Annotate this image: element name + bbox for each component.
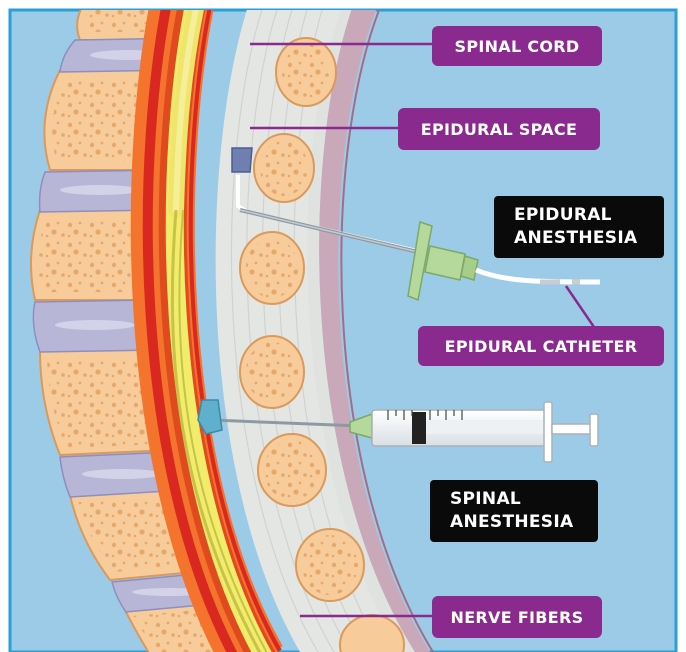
epidural-anesthesia-line2: ANESTHESIA <box>514 227 637 250</box>
epidural-drug-deposit <box>232 148 252 172</box>
spinal-cord-label: SPINAL CORD <box>432 26 602 66</box>
epidural-anesthesia-label: EPIDURAL ANESTHESIA <box>494 196 664 258</box>
spinal-anesthesia-line1: SPINAL <box>450 488 521 511</box>
epidural-anesthesia-line1: EPIDURAL <box>514 204 612 227</box>
epidural-catheter-label: EPIDURAL CATHETER <box>418 326 664 366</box>
nerve-fibers-label: NERVE FIBERS <box>432 596 602 638</box>
epidural-space-label: EPIDURAL SPACE <box>398 108 600 150</box>
spinal-anesthesia-label: SPINAL ANESTHESIA <box>430 480 598 542</box>
spinal-anesthesia-line2: ANESTHESIA <box>450 511 573 534</box>
